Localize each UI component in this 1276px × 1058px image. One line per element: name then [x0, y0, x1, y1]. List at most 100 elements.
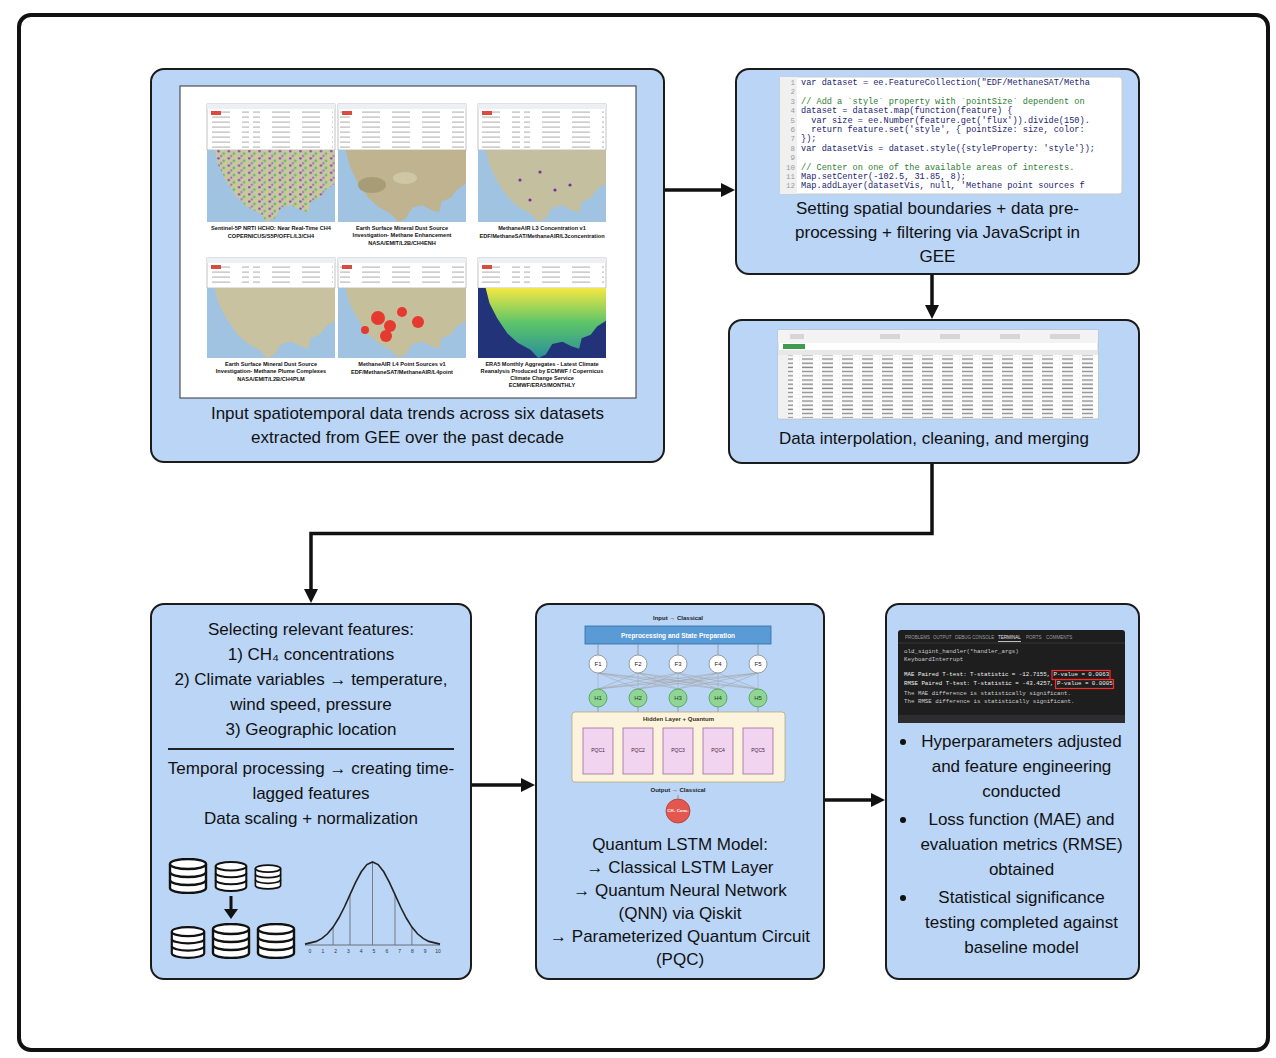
line-number: 4 — [780, 107, 795, 116]
database-icon — [170, 859, 206, 893]
gee-thumbnail — [215, 150, 335, 222]
gee-thumbnail — [207, 104, 606, 358]
qlstm-illustration — [585, 626, 771, 644]
qlstm-illustration — [572, 712, 785, 782]
normal-distribution-curve — [305, 862, 440, 945]
gee-thumbnail — [338, 258, 466, 263]
gee-thumbnail — [209, 111, 249, 148]
gee-thumbnail — [478, 258, 606, 288]
axis-tick-label: 3 — [342, 948, 354, 954]
qlstm-illustration — [583, 728, 613, 774]
normal-distribution-curve — [333, 862, 412, 945]
gee-thumbnail — [478, 258, 606, 263]
qlstm-illustration — [663, 728, 693, 774]
gee-thumbnail — [486, 288, 606, 358]
gee-thumbnail — [524, 111, 604, 148]
gee-thumbnail — [215, 288, 335, 358]
axis-tick-label: 6 — [381, 948, 393, 954]
box-heading: Quantum LSTM Model: — [549, 833, 811, 856]
database-icon — [258, 924, 294, 958]
terminal-line: The MAE difference is statistically sign… — [904, 690, 1071, 698]
qlstm-illustration — [749, 689, 767, 707]
axis-tick-label: 9 — [419, 948, 431, 954]
output-node-label: CH₄ Conc. — [666, 807, 690, 815]
axis-tick-label: 5 — [368, 948, 380, 954]
gee-thumbnail — [346, 150, 466, 222]
terminal-line: KeyboardInterrupt — [904, 656, 963, 664]
feature-node-label: F4 — [709, 660, 727, 668]
box-text: Statistical significance testing complet… — [900, 885, 1125, 960]
box-text: Loss function (MAE) and evaluation metri… — [900, 807, 1125, 882]
gee-thumbnail — [478, 150, 606, 222]
gee-thumbnail — [568, 183, 571, 186]
gee-thumbnail — [528, 198, 531, 201]
pqc-label: PQC2 — [623, 747, 653, 754]
code-line: // Add a `style` property with `pointSiz… — [801, 98, 1085, 107]
qlstm-illustration — [743, 728, 773, 774]
spreadsheet — [880, 334, 900, 339]
axis-tick-label: 4 — [355, 948, 367, 954]
qlstm-illustration — [703, 728, 733, 774]
qlstm-illustration — [629, 689, 647, 707]
box-text: 3) Geographic location — [160, 717, 462, 742]
qlstm-illustration — [623, 728, 653, 774]
line-number: 1 — [780, 79, 795, 88]
gee-thumbnail — [480, 111, 520, 148]
spreadsheet — [1050, 334, 1080, 339]
box-text: → Classical LSTM Layer — [549, 856, 811, 879]
database-icon — [170, 859, 294, 958]
terminal-tab: COMMENTS — [1046, 635, 1072, 641]
code-line: return feature.set('style', { pointSize:… — [801, 126, 1085, 135]
pqc-label: PQC5 — [743, 747, 773, 754]
dataset-caption: MethaneAIR L4 Point Sources v1 — [338, 361, 466, 368]
axis-tick-label: 8 — [406, 948, 418, 954]
database-icon — [216, 862, 247, 891]
axis-tick-label: 0 — [304, 948, 316, 954]
feature-node-label: F3 — [669, 660, 687, 668]
terminal-tab: TERMINAL — [998, 635, 1021, 641]
gee-thumbnail — [253, 265, 333, 286]
feature-node-label: F5 — [749, 660, 767, 668]
code-editor — [780, 77, 797, 194]
hidden-node-label: H4 — [709, 694, 727, 702]
pqc-label: PQC1 — [583, 747, 613, 754]
gee-thumbnail — [482, 111, 492, 115]
gee-thumbnail — [482, 265, 492, 269]
gee-thumbnail — [397, 307, 407, 317]
layer-caption: Hidden Layer + Quantum — [572, 715, 785, 723]
gee-thumbnail — [253, 111, 333, 148]
gee-thumbnail — [207, 104, 335, 109]
hidden-node-label: H5 — [749, 694, 767, 702]
qlstm-illustration — [666, 799, 690, 823]
spreadsheet — [783, 344, 805, 349]
flow-arrow — [825, 798, 879, 802]
axis-tick-label: 7 — [394, 948, 406, 954]
gee-thumbnail — [342, 265, 352, 269]
qlstm-illustration — [589, 655, 607, 673]
spreadsheet — [778, 330, 1098, 419]
normal-distribution-curve — [305, 862, 440, 944]
line-number: 8 — [780, 145, 795, 154]
gee-thumbnail — [207, 150, 335, 222]
bullet-dot — [900, 739, 906, 745]
gee-thumbnail — [346, 288, 466, 358]
box-text: → Quantum Neural Network (QNN) via Qiski… — [549, 879, 811, 925]
gee-thumbnail — [480, 265, 520, 286]
qlstm-illustration — [749, 655, 767, 673]
terminal-tab: PORTS — [1026, 635, 1041, 641]
code-line: dataset = dataset.map(function(feature) … — [801, 107, 1012, 116]
spreadsheet — [1000, 334, 1020, 339]
dataset-caption: Earth Surface Mineral Dust Source Invest… — [207, 361, 335, 375]
dataset-caption: MethaneAIR L3 Concentration v1 — [478, 225, 606, 232]
terminal-window — [898, 630, 1125, 723]
spreadsheet — [778, 355, 788, 418]
pqc-label: PQC3 — [663, 747, 693, 754]
dataset-caption: Sentinel-5P NRTI HCHO: Near Real-Time CH… — [207, 225, 335, 232]
qlstm-illustration — [598, 707, 758, 712]
gee-thumbnail — [518, 178, 521, 181]
spreadsheet — [778, 355, 1098, 418]
qlstm-illustration — [669, 655, 687, 673]
gee-thumbnail — [553, 188, 556, 191]
